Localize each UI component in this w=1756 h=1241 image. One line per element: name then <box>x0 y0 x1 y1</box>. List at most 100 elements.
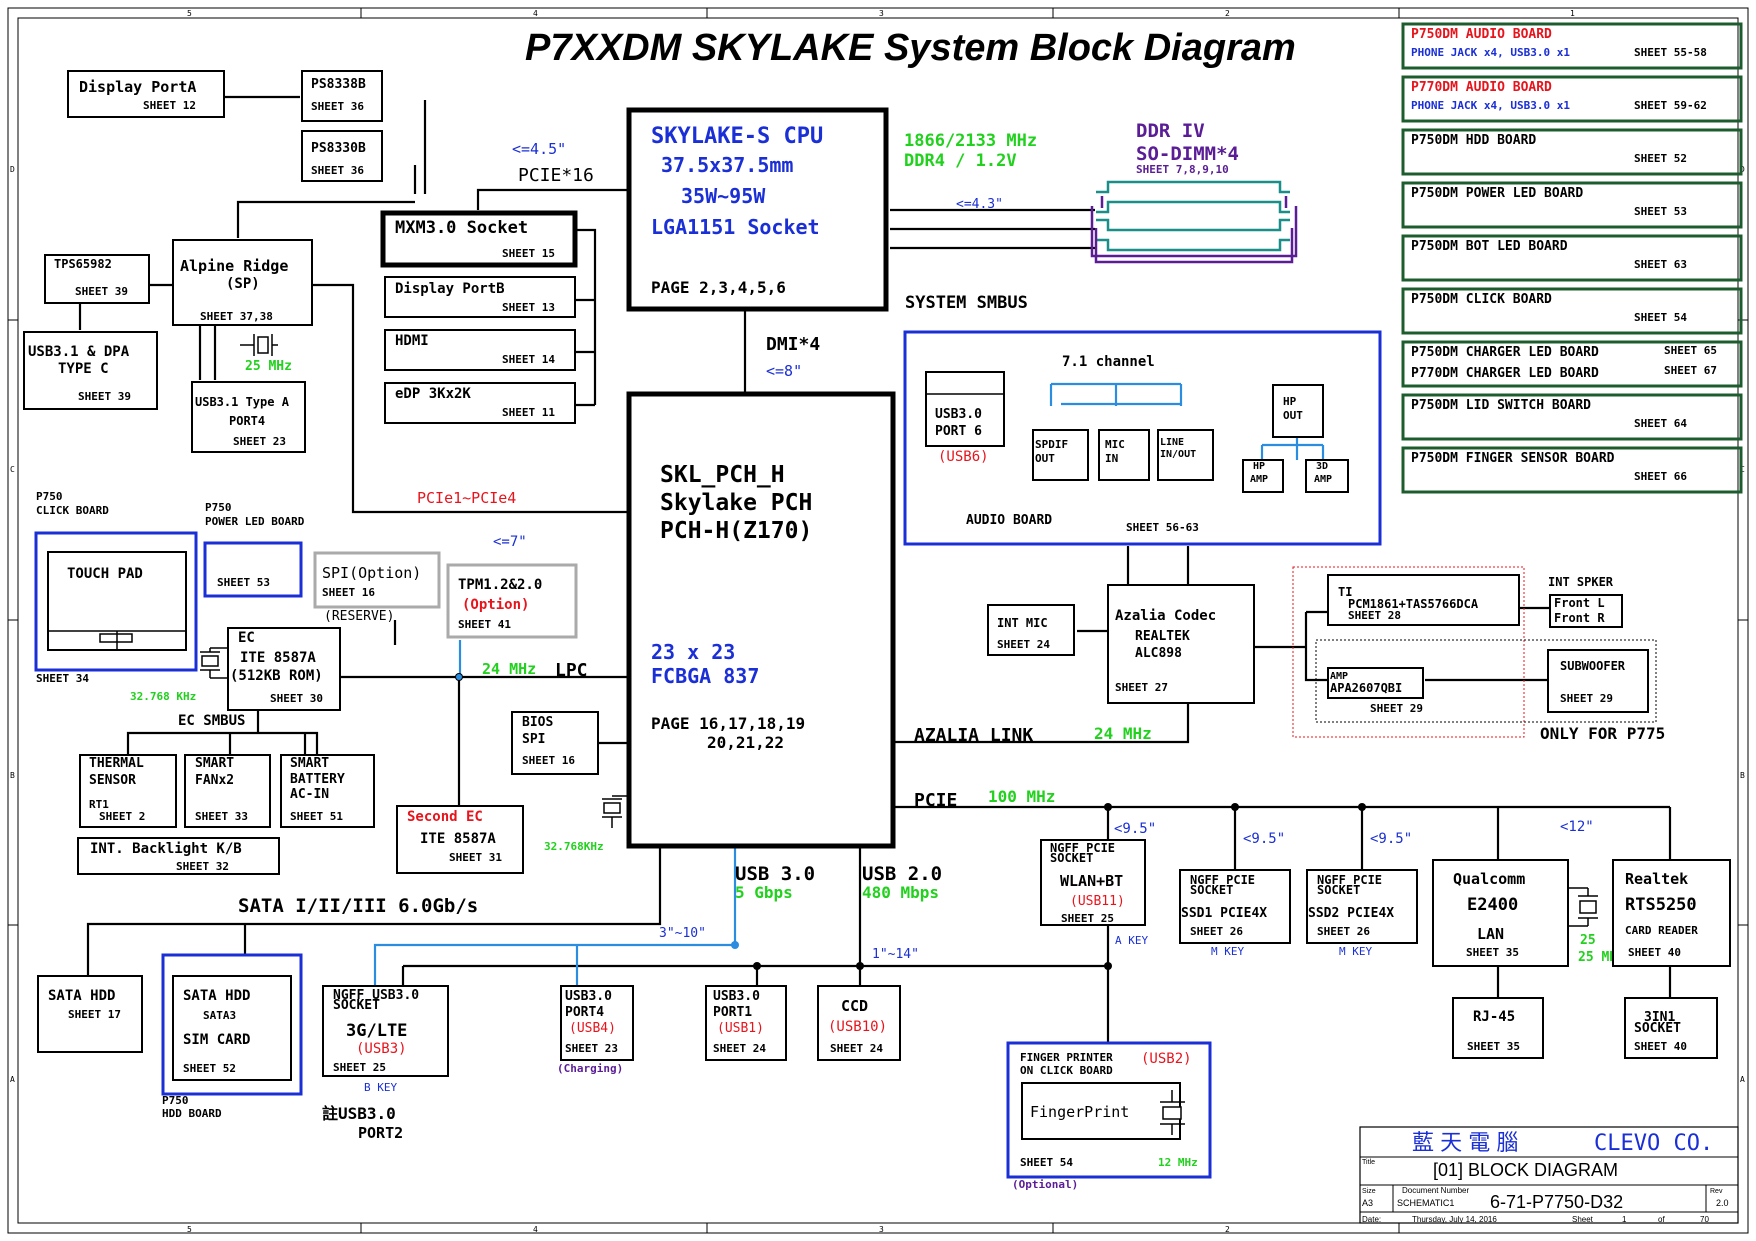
svg-text:(USB10): (USB10) <box>828 1019 887 1035</box>
row-label: B <box>10 771 15 780</box>
svg-text:OUT: OUT <box>1283 409 1303 422</box>
svg-text:E2400: E2400 <box>1467 895 1518 915</box>
col-label: 4 <box>533 1225 538 1234</box>
board-audio-p750: P750DM AUDIO BOARD PHONE JACK x4, USB3.0… <box>1401 22 1743 70</box>
ssd1-length: <9.5" <box>1243 831 1285 847</box>
ec-crystal-icon <box>200 647 228 679</box>
svg-text:SHEET 27: SHEET 27 <box>1115 681 1168 694</box>
svg-text:SHEET 40: SHEET 40 <box>1634 1040 1687 1053</box>
svg-text:(USB2): (USB2) <box>1141 1051 1192 1067</box>
svg-text:(USB11): (USB11) <box>1070 894 1125 909</box>
row-label: D <box>10 165 15 174</box>
svg-text:INT. Backlight K/B: INT. Backlight K/B <box>90 841 242 857</box>
svg-text:BIOS: BIOS <box>522 715 553 730</box>
svg-text:PORT1: PORT1 <box>713 1005 752 1020</box>
amp-apa: AMP APA2607QBI <box>1327 667 1424 699</box>
svg-text:SHEET 65: SHEET 65 <box>1664 344 1717 357</box>
smbus-label: SYSTEM SMBUS <box>905 293 1028 313</box>
cardreader-length: <12" <box>1560 819 1594 835</box>
port4-charging: (Charging) <box>557 1062 623 1075</box>
pch-name: SKL_PCH_H <box>660 462 785 488</box>
svg-text:P770DM CHARGER LED BOARD: P770DM CHARGER LED BOARD <box>1411 366 1599 381</box>
svg-text:SHEET 14: SHEET 14 <box>502 353 555 366</box>
col-label: 3 <box>879 1225 884 1234</box>
svg-text:Document Number: Document Number <box>1402 1186 1469 1195</box>
svg-text:Front R: Front R <box>1554 611 1605 625</box>
thermal-sensor: THERMAL SENSOR RT1 SHEET 2 <box>79 754 177 828</box>
edp: eDP 3Kx2K SHEET 11 <box>384 382 576 424</box>
company-name: CLEVO CO. <box>1594 1131 1713 1156</box>
svg-text:USB3.1 Type A: USB3.1 Type A <box>195 395 290 409</box>
svg-text:eDP 3Kx2K: eDP 3Kx2K <box>395 386 471 402</box>
usb2-label: USB 2.0 <box>862 863 942 885</box>
svg-text:NGFF PCIE: NGFF PCIE <box>1190 873 1255 887</box>
ssd2-key: M KEY <box>1339 945 1372 958</box>
svg-text:(Option): (Option) <box>462 597 529 613</box>
svg-text:PORT4: PORT4 <box>229 414 265 428</box>
svg-text:SATA3: SATA3 <box>203 1009 236 1022</box>
svg-text:1: 1 <box>1622 1215 1627 1224</box>
svg-text:SHEET 64: SHEET 64 <box>1634 417 1687 430</box>
cpu-name: SKYLAKE-S CPU <box>651 124 823 149</box>
ngff-ssd1: NGFF PCIE SOCKET SSD1 PCIE4X SHEET 26 <box>1179 869 1291 944</box>
spker-cap: INT SPKER <box>1548 575 1614 589</box>
board-audio-p770: P770DM AUDIO BOARD PHONE JACK x4, USB3.0… <box>1401 75 1743 123</box>
svg-text:SHEET 30: SHEET 30 <box>270 692 323 705</box>
svg-text:TPS65982: TPS65982 <box>54 257 112 271</box>
svg-text:SHEET 36: SHEET 36 <box>311 164 364 177</box>
svg-text:RJ-45: RJ-45 <box>1473 1009 1515 1025</box>
board-finger-sensor: P750DM FINGER SENSOR BOARD SHEET 66 <box>1401 446 1743 494</box>
p775-option-group <box>1292 566 1525 738</box>
svg-text:CARD READER: CARD READER <box>1625 924 1698 937</box>
svg-text:SHEET 37,38: SHEET 37,38 <box>200 310 273 323</box>
pch-block: SKL_PCH_H Skylake PCH PCH-H(Z170) 23 x 2… <box>626 391 896 849</box>
title-block: 藍 天 電 腦 CLEVO CO. Title [01] BLOCK DIAGR… <box>1359 1126 1739 1224</box>
col-label: 5 <box>187 9 192 18</box>
svg-text:SPI: SPI <box>522 732 545 747</box>
svg-text:2.0: 2.0 <box>1716 1198 1729 1208</box>
svg-text:SHEET 31: SHEET 31 <box>449 851 502 864</box>
svg-text:USB3.0: USB3.0 <box>935 407 982 422</box>
svg-text:Second EC: Second EC <box>407 809 483 825</box>
svg-text:3D: 3D <box>1316 461 1328 472</box>
svg-text:PHONE JACK x4, USB3.0 x1: PHONE JACK x4, USB3.0 x1 <box>1411 99 1570 112</box>
svg-text:LAN: LAN <box>1477 925 1504 943</box>
svg-text:INT MIC: INT MIC <box>997 616 1048 630</box>
part-number: 6-71-P7750-D32 <box>1490 1192 1623 1212</box>
svg-text:P750DM HDD BOARD: P750DM HDD BOARD <box>1411 133 1536 148</box>
svg-text:SHEET 23: SHEET 23 <box>233 435 286 448</box>
pcie1-4-label: PCIe1~PCIe4 <box>417 489 516 507</box>
svg-text:Size: Size <box>1362 1188 1376 1195</box>
svg-text:SHEET 16: SHEET 16 <box>322 586 375 599</box>
svg-text:SHEET 29: SHEET 29 <box>1560 692 1613 705</box>
svg-text:P750DM LID SWITCH BOARD: P750DM LID SWITCH BOARD <box>1411 398 1591 413</box>
svg-text:TPM1.2&2.0: TPM1.2&2.0 <box>458 577 542 593</box>
power-led-board: SHEET 53 <box>203 541 303 598</box>
ccd: CCD (USB10) SHEET 24 <box>817 985 901 1061</box>
svg-text:Thursday, July 14, 2016: Thursday, July 14, 2016 <box>1412 1215 1497 1224</box>
lpc-length: <=7" <box>493 534 527 550</box>
ps8330b: PS8330B SHEET 36 <box>301 130 383 182</box>
svg-text:P750DM CHARGER LED BOARD: P750DM CHARGER LED BOARD <box>1411 345 1599 360</box>
svg-text:SHEET 52: SHEET 52 <box>183 1062 236 1075</box>
ddr-length: <=4.3" <box>956 197 1003 212</box>
board-power-led: P750DM POWER LED BOARD SHEET 53 <box>1401 181 1743 229</box>
svg-text:SOCKET: SOCKET <box>333 998 380 1013</box>
svg-text:P750DM FINGER SENSOR BOARD: P750DM FINGER SENSOR BOARD <box>1411 451 1615 466</box>
svg-text:SHEET 52: SHEET 52 <box>1634 152 1687 165</box>
svg-text:FingerPrint: FingerPrint <box>1030 1103 1129 1121</box>
svg-text:SHEET 39: SHEET 39 <box>78 390 131 403</box>
svg-text:SHEET 53: SHEET 53 <box>1634 205 1687 218</box>
only-p775: ONLY FOR P775 <box>1540 724 1665 743</box>
qualcomm-lan: Qualcomm E2400 LAN SHEET 35 <box>1432 859 1569 967</box>
svg-text:RT1: RT1 <box>89 798 109 811</box>
svg-text:PORT4: PORT4 <box>565 1005 604 1020</box>
board-charger-led: P750DM CHARGER LED BOARD P770DM CHARGER … <box>1401 340 1743 388</box>
int-mic: INT MIC SHEET 24 <box>987 604 1075 656</box>
svg-text:USB3.0: USB3.0 <box>713 989 760 1004</box>
svg-text:of: of <box>1658 1215 1665 1224</box>
fingerprint-board: FINGER PRINTER ON CLICK BOARD (USB2) Fin… <box>1006 1041 1212 1179</box>
svg-text:PORT 6: PORT 6 <box>935 424 982 439</box>
svg-text:SHEET 11: SHEET 11 <box>502 406 555 419</box>
dmi-label: DMI*4 <box>766 334 820 355</box>
